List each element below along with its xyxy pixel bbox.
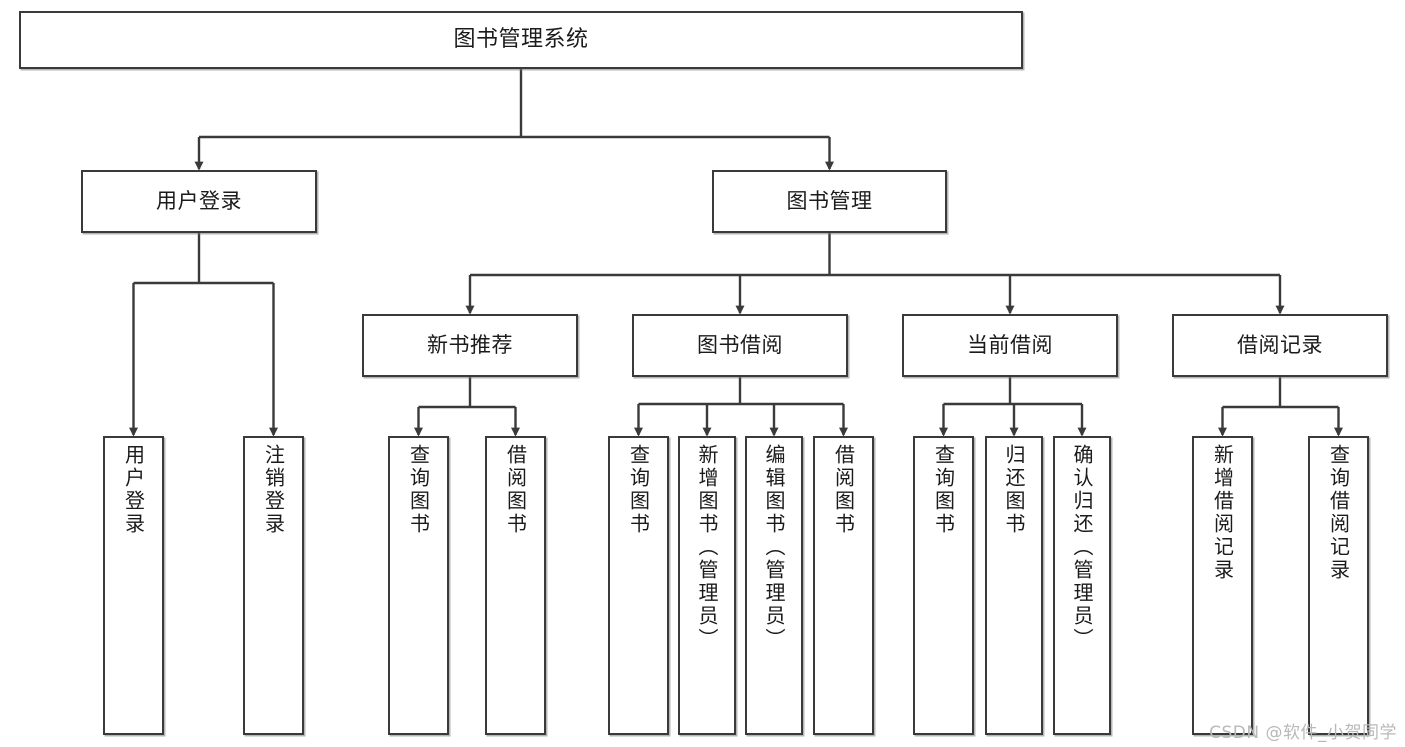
node-borrow[interactable]: 图书借阅 xyxy=(632,314,848,377)
node-login[interactable]: 用户登录 xyxy=(81,170,317,233)
node-label: 图书借阅 xyxy=(697,333,783,358)
node-label: 新增图书（管理员） xyxy=(695,444,719,651)
node-current[interactable]: 当前借阅 xyxy=(902,314,1118,377)
node-leaf-rec-2[interactable]: 查询借阅记录 xyxy=(1308,436,1369,735)
node-bookmgmt[interactable]: 图书管理 xyxy=(712,170,947,233)
node-label: 新增借阅记录 xyxy=(1210,444,1235,582)
node-leaf-new-2[interactable]: 借阅图书 xyxy=(485,436,546,735)
node-label: 用户登录 xyxy=(121,444,146,536)
node-leaf-borrow-1[interactable]: 查询图书 xyxy=(608,436,669,735)
node-label: 用户登录 xyxy=(156,189,242,214)
node-label: 查询借阅记录 xyxy=(1326,444,1351,582)
node-label: 编辑图书（管理员） xyxy=(762,444,786,651)
node-leaf-borrow-3[interactable]: 编辑图书（管理员） xyxy=(745,436,803,735)
node-leaf-login-2[interactable]: 注销登录 xyxy=(243,436,304,735)
node-label: 借阅图书 xyxy=(503,444,528,536)
node-label: 图书管理系统 xyxy=(453,27,589,53)
node-label: 归还图书 xyxy=(1002,444,1026,536)
node-label: 查询图书 xyxy=(626,444,651,536)
node-leaf-borrow-4[interactable]: 借阅图书 xyxy=(813,436,874,735)
node-leaf-cur-1[interactable]: 查询图书 xyxy=(913,436,974,735)
node-label: 借阅记录 xyxy=(1237,333,1323,358)
node-leaf-cur-3[interactable]: 确认归还（管理员） xyxy=(1053,436,1111,735)
node-label: 新书推荐 xyxy=(427,333,513,358)
connector-lines xyxy=(129,69,1343,437)
node-root[interactable]: 图书管理系统 xyxy=(19,11,1023,69)
node-leaf-cur-2[interactable]: 归还图书 xyxy=(985,436,1043,735)
node-label: 确认归还（管理员） xyxy=(1070,444,1094,651)
node-leaf-rec-1[interactable]: 新增借阅记录 xyxy=(1192,436,1253,735)
node-label: 查询图书 xyxy=(406,444,431,536)
node-label: 当前借阅 xyxy=(967,333,1053,358)
node-leaf-new-1[interactable]: 查询图书 xyxy=(388,436,449,735)
watermark-text: CSDN @软件_小贺同学 xyxy=(1209,723,1397,743)
node-records[interactable]: 借阅记录 xyxy=(1172,314,1388,377)
node-leaf-login-1[interactable]: 用户登录 xyxy=(103,436,164,735)
node-newbook[interactable]: 新书推荐 xyxy=(362,314,578,377)
node-leaf-borrow-2[interactable]: 新增图书（管理员） xyxy=(678,436,736,735)
node-label: 借阅图书 xyxy=(831,444,856,536)
node-label: 注销登录 xyxy=(261,444,286,536)
node-label: 查询图书 xyxy=(931,444,956,536)
node-label: 图书管理 xyxy=(786,189,873,214)
